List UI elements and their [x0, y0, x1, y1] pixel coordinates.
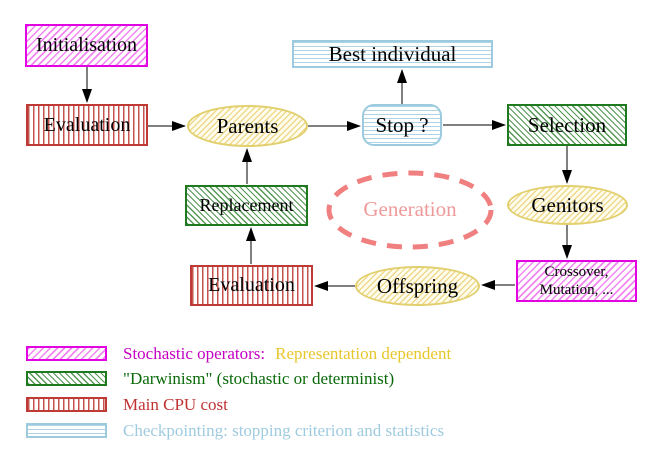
- node-initialisation: Initialisation: [25, 24, 148, 67]
- legend-row-cpu-cost: Main CPU cost: [26, 395, 228, 414]
- legend-swatch-red-hatch: [26, 397, 107, 412]
- legend-row-checkpointing: Checkpointing: stopping criterion and st…: [26, 421, 445, 440]
- legend-swatch-green-hatch: [26, 371, 107, 386]
- crossover-line2: Mutation, ...: [539, 282, 614, 298]
- node-evaluation-bottom: Evaluation: [190, 265, 313, 306]
- crossover-line1: Crossover,: [544, 264, 609, 280]
- node-evaluation-top: Evaluation: [26, 104, 148, 146]
- legend-label-checkpointing: Checkpointing: stopping criterion and st…: [123, 421, 445, 440]
- legend-row-darwinism: "Darwinism" (stochastic or determinist): [26, 369, 395, 388]
- node-offspring: Offspring: [355, 266, 480, 306]
- legend-label-darwinism: "Darwinism" (stochastic or determinist): [123, 369, 395, 388]
- generation-label: Generation: [363, 197, 457, 221]
- legend-label-representation-dependent: Representation dependent: [275, 344, 452, 363]
- legend-label-stochastic-operators: Stochastic operators:: [123, 344, 266, 363]
- node-best-individual: Best individual: [292, 40, 493, 68]
- legend-label-main-cpu-cost: Main CPU cost: [123, 395, 228, 414]
- node-replacement: Replacement: [185, 185, 308, 226]
- node-stop: Stop ?: [362, 104, 442, 146]
- node-genitors: Genitors: [507, 185, 628, 225]
- node-crossover-mutation: Crossover, Mutation, ...: [516, 260, 637, 302]
- legend-row-stochastic: Stochastic operators: Representation dep…: [26, 344, 452, 363]
- legend-swatch-magenta-hatch: [26, 346, 107, 361]
- node-parents: Parents: [187, 105, 308, 147]
- legend-swatch-cyan-hatch: [26, 423, 107, 438]
- node-selection: Selection: [507, 104, 627, 146]
